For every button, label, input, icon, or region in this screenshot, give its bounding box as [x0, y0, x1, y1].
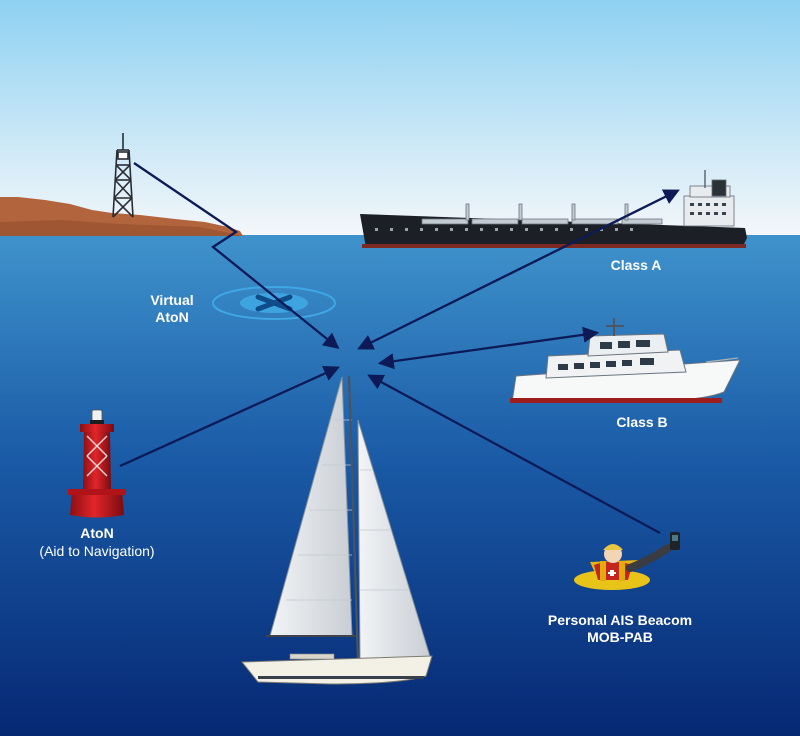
beacon-label-line2: MOB-PAB: [587, 629, 653, 645]
class-a-signal-arrow: [357, 189, 680, 350]
aton-label: AtoN: [80, 525, 114, 541]
aton-sublabel: (Aid to Navigation): [39, 543, 155, 559]
virtual-aton-icon: [212, 286, 336, 320]
class-a-label: Class A: [610, 257, 662, 273]
class-b-label: Class B: [616, 414, 668, 430]
beacon-label-line1: Personal AIS Beacom: [547, 612, 693, 628]
virtual-aton-label: Virtual AtoN: [130, 292, 214, 326]
ais-signal-arrows: [119, 162, 680, 535]
aton-signal-arrow: [119, 365, 340, 468]
tower-signal-arrow: [133, 162, 340, 350]
radio-tower-icon: [112, 133, 134, 218]
sky: [0, 0, 800, 236]
virtual-aton-label-line2: AtoN: [155, 309, 189, 325]
sailboat-icon: [240, 375, 433, 685]
person-overboard-icon: [574, 532, 680, 590]
aton-buoy-icon: [68, 409, 126, 518]
beacon-signal-arrow: [367, 374, 661, 535]
beacon-label: Personal AIS Beacom MOB-PAB: [530, 612, 710, 646]
virtual-aton-label-line1: Virtual: [150, 292, 194, 308]
class-b-signal-arrow: [377, 326, 600, 370]
